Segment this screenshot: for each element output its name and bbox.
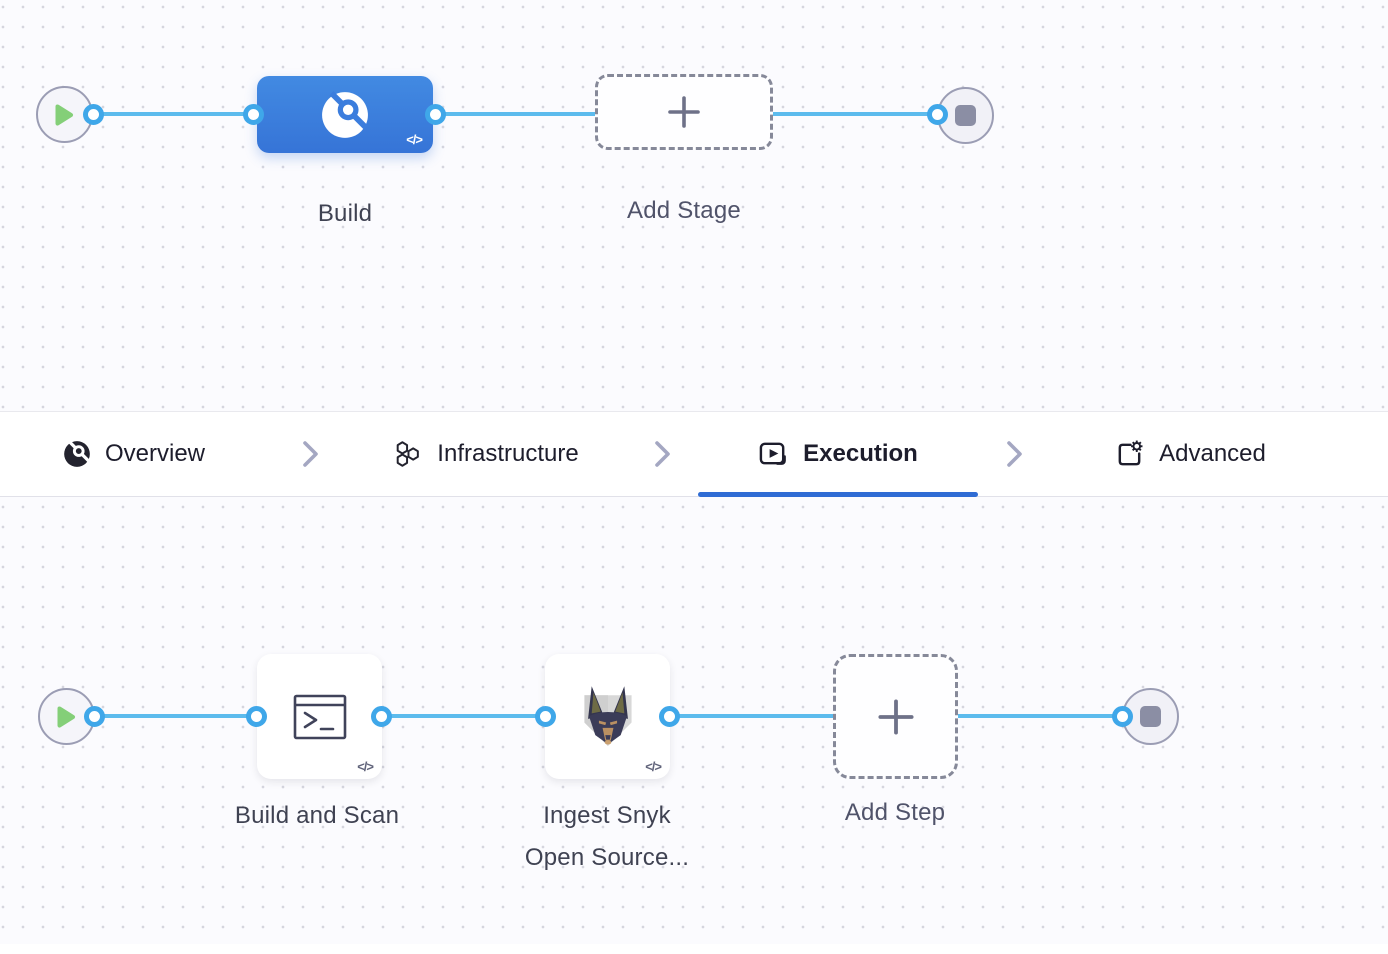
tab-advanced[interactable]: Advanced xyxy=(1050,412,1330,496)
tab-execution[interactable]: Execution xyxy=(698,412,978,497)
connector-port xyxy=(246,706,267,727)
stage-connector-line xyxy=(64,112,967,116)
step-node-ingest-snyk[interactable]: </> xyxy=(545,654,670,779)
tab-separator xyxy=(978,412,1050,496)
chevron-right-icon xyxy=(655,441,670,467)
code-badge: </> xyxy=(357,759,374,774)
stage-label: Build xyxy=(317,200,373,227)
canvas-bottom-strip xyxy=(0,944,1388,954)
connector-port xyxy=(84,706,105,727)
tab-overview[interactable]: Overview xyxy=(0,412,274,496)
terminal-icon xyxy=(293,694,346,739)
code-badge: </> xyxy=(406,132,423,147)
tab-separator xyxy=(626,412,698,496)
stop-icon xyxy=(955,105,976,126)
snyk-doberman-icon xyxy=(583,685,632,746)
advanced-icon xyxy=(1118,440,1143,465)
pipeline-start-node xyxy=(36,86,93,143)
step-label: Build and Scan xyxy=(234,802,400,829)
connector-port xyxy=(1112,706,1133,727)
tab-label: Execution xyxy=(803,440,918,467)
add-step-button[interactable] xyxy=(833,654,958,779)
code-badge: </> xyxy=(645,759,662,774)
connector-port xyxy=(243,104,264,125)
tab-label: Overview xyxy=(104,440,206,467)
connector-port xyxy=(425,104,446,125)
add-step-label: Add Step xyxy=(844,799,946,826)
step-label-line2: Open Source... xyxy=(524,844,690,871)
chevron-right-icon xyxy=(1007,441,1022,467)
stage-config-tabbar: Overview Infrastructure xyxy=(0,411,1388,497)
connector-port xyxy=(659,706,680,727)
connector-port xyxy=(371,706,392,727)
tab-separator xyxy=(274,412,346,496)
tab-label: Advanced xyxy=(1159,440,1266,467)
chevron-right-icon xyxy=(303,441,318,467)
overview-icon xyxy=(64,440,90,467)
plus-icon xyxy=(668,96,700,128)
tab-label: Infrastructure xyxy=(437,440,579,467)
stage-node-build[interactable]: </> xyxy=(257,76,433,153)
execution-icon xyxy=(759,442,786,465)
add-stage-button[interactable] xyxy=(595,74,773,150)
play-icon xyxy=(57,706,75,727)
connector-port xyxy=(535,706,556,727)
pipeline-end-node xyxy=(937,87,994,144)
play-icon xyxy=(55,104,73,125)
tab-infrastructure[interactable]: Infrastructure xyxy=(346,412,626,496)
ci-stage-icon xyxy=(322,90,368,138)
step-node-build-and-scan[interactable]: </> xyxy=(257,654,382,779)
connector-port xyxy=(927,104,948,125)
infrastructure-icon xyxy=(397,441,420,467)
step-label-line1: Ingest Snyk xyxy=(543,802,671,829)
add-stage-label: Add Stage xyxy=(627,197,741,224)
stop-icon xyxy=(1140,706,1161,727)
connector-port xyxy=(83,104,104,125)
plus-icon xyxy=(877,698,914,735)
